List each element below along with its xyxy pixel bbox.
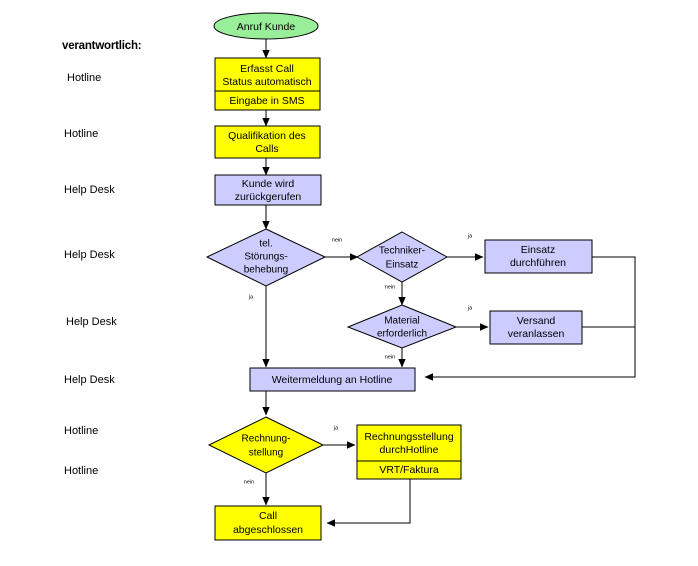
techniker-einsatz-diamond[interactable] [355, 231, 449, 283]
connectors [262, 35, 636, 527]
material-erforderlich-line2: erforderlich [377, 329, 427, 340]
role-label-1: Hotline [67, 72, 102, 84]
edge-label-techniker-nein: nein [385, 284, 395, 290]
node-tel-stoerungsbehebung[interactable]: tel. Störungs- behebung [205, 228, 327, 287]
node-call-abgeschlossen[interactable]: Call abgeschlossen [214, 505, 322, 541]
techniker-einsatz-line2: Einsatz [386, 260, 419, 271]
qualifikation-line2: Calls [255, 143, 278, 155]
tel-stoerungsbehebung-line1: tel. [259, 239, 272, 250]
versand-veranlassen-line2: veranlassen [508, 328, 565, 340]
rechnungsstellung-hotline-sub: VRT/Faktura [379, 464, 438, 476]
versand-veranlassen-box[interactable] [489, 310, 583, 345]
edge-label-material-ja: ja [467, 305, 473, 311]
qualifikation-box[interactable] [214, 125, 321, 159]
edge-labels: nein ja ja nein ja nein ja nein [244, 233, 473, 485]
role-label-2: Hotline [64, 128, 99, 140]
edge-label-rechnung-nein: nein [244, 479, 254, 485]
node-einsatz-durchfuehren[interactable]: Einsatz durchführen [484, 239, 593, 274]
rechnungsstellung-hotline-box[interactable] [356, 424, 462, 480]
weitermeldung-box[interactable] [249, 367, 416, 392]
responsibility-column-heading: verantwortlich: [62, 40, 142, 52]
node-rechnungstellung[interactable]: Rechnung- stellung [207, 416, 325, 474]
rechnungsstellung-hotline-line2: durchHotline [380, 444, 439, 456]
role-label-8: Hotline [64, 465, 99, 477]
start-ellipse[interactable] [213, 12, 319, 40]
edge-label-techniker-ja: ja [467, 233, 473, 239]
node-techniker-einsatz[interactable]: Techniker- Einsatz [355, 231, 449, 283]
erfasst-call-line2: Status automatisch [222, 76, 311, 88]
erfasst-call-sub: Eingabe in SMS [229, 95, 304, 107]
node-rechnungsstellung-hotline[interactable]: Rechnungsstellung durchHotline VRT/Faktu… [356, 424, 462, 480]
material-erforderlich-line1: Material [384, 316, 420, 327]
qualifikation-line1: Qualifikation des [228, 130, 306, 142]
rechnungstellung-diamond[interactable] [207, 416, 325, 474]
rechnungstellung-line1: Rechnung- [242, 434, 291, 445]
role-label-7: Hotline [64, 425, 99, 437]
node-material-erforderlich[interactable]: Material erforderlich [346, 304, 458, 349]
weitermeldung-label: Weitermeldung an Hotline [272, 374, 393, 386]
call-abgeschlossen-line1: Call [259, 510, 277, 522]
kunde-zurueckgerufen-box[interactable] [214, 174, 322, 206]
erfasst-call-box[interactable] [214, 57, 321, 111]
node-weitermeldung[interactable]: Weitermeldung an Hotline [249, 367, 416, 392]
role-label-6: Help Desk [64, 374, 115, 386]
node-erfasst-call[interactable]: Erfasst Call Status automatisch Eingabe … [214, 57, 321, 111]
material-erforderlich-diamond[interactable] [346, 304, 458, 349]
kunde-zurueckgerufen-line1: Kunde wird [242, 178, 295, 190]
call-abgeschlossen-line2: abgeschlossen [233, 524, 303, 536]
edge-rechnungsstellung-to-call-abgeschlossen [326, 479, 411, 527]
tel-stoerungsbehebung-line2: Störungs- [244, 252, 287, 263]
edge-label-telstoerung-ja: ja [248, 294, 254, 300]
edge-einsatz-return-to-weitermeldung [424, 256, 636, 381]
rechnungstellung-line2: stellung [249, 448, 283, 459]
edge-label-material-nein: nein [385, 354, 395, 360]
role-label-4: Help Desk [64, 249, 115, 261]
einsatz-durchfuehren-box[interactable] [484, 239, 593, 274]
tel-stoerungsbehebung-line3: behebung [244, 265, 289, 276]
node-start[interactable]: Anruf Kunde [213, 12, 319, 40]
start-label: Anruf Kunde [237, 21, 296, 33]
techniker-einsatz-line1: Techniker- [379, 246, 425, 257]
einsatz-durchfuehren-line1: Einsatz [521, 244, 555, 256]
role-label-5: Help Desk [66, 316, 117, 328]
erfasst-call-line1: Erfasst Call [240, 63, 294, 75]
tel-stoerungsbehebung-diamond[interactable] [205, 228, 327, 287]
kunde-zurueckgerufen-line2: zurückgerufen [235, 191, 302, 203]
node-versand-veranlassen[interactable]: Versand veranlassen [489, 310, 583, 345]
edge-label-telstoerung-nein: nein [332, 237, 342, 243]
einsatz-durchfuehren-line2: durchführen [510, 257, 566, 269]
node-kunde-zurueckgerufen[interactable]: Kunde wird zurückgerufen [214, 174, 322, 206]
node-qualifikation[interactable]: Qualifikation des Calls [214, 125, 321, 159]
edge-label-rechnung-ja: ja [333, 425, 339, 431]
versand-veranlassen-line1: Versand [517, 315, 556, 327]
rechnungsstellung-hotline-line1: Rechnungsstellung [364, 431, 453, 443]
call-abgeschlossen-box[interactable] [214, 505, 322, 541]
role-label-3: Help Desk [64, 184, 115, 196]
